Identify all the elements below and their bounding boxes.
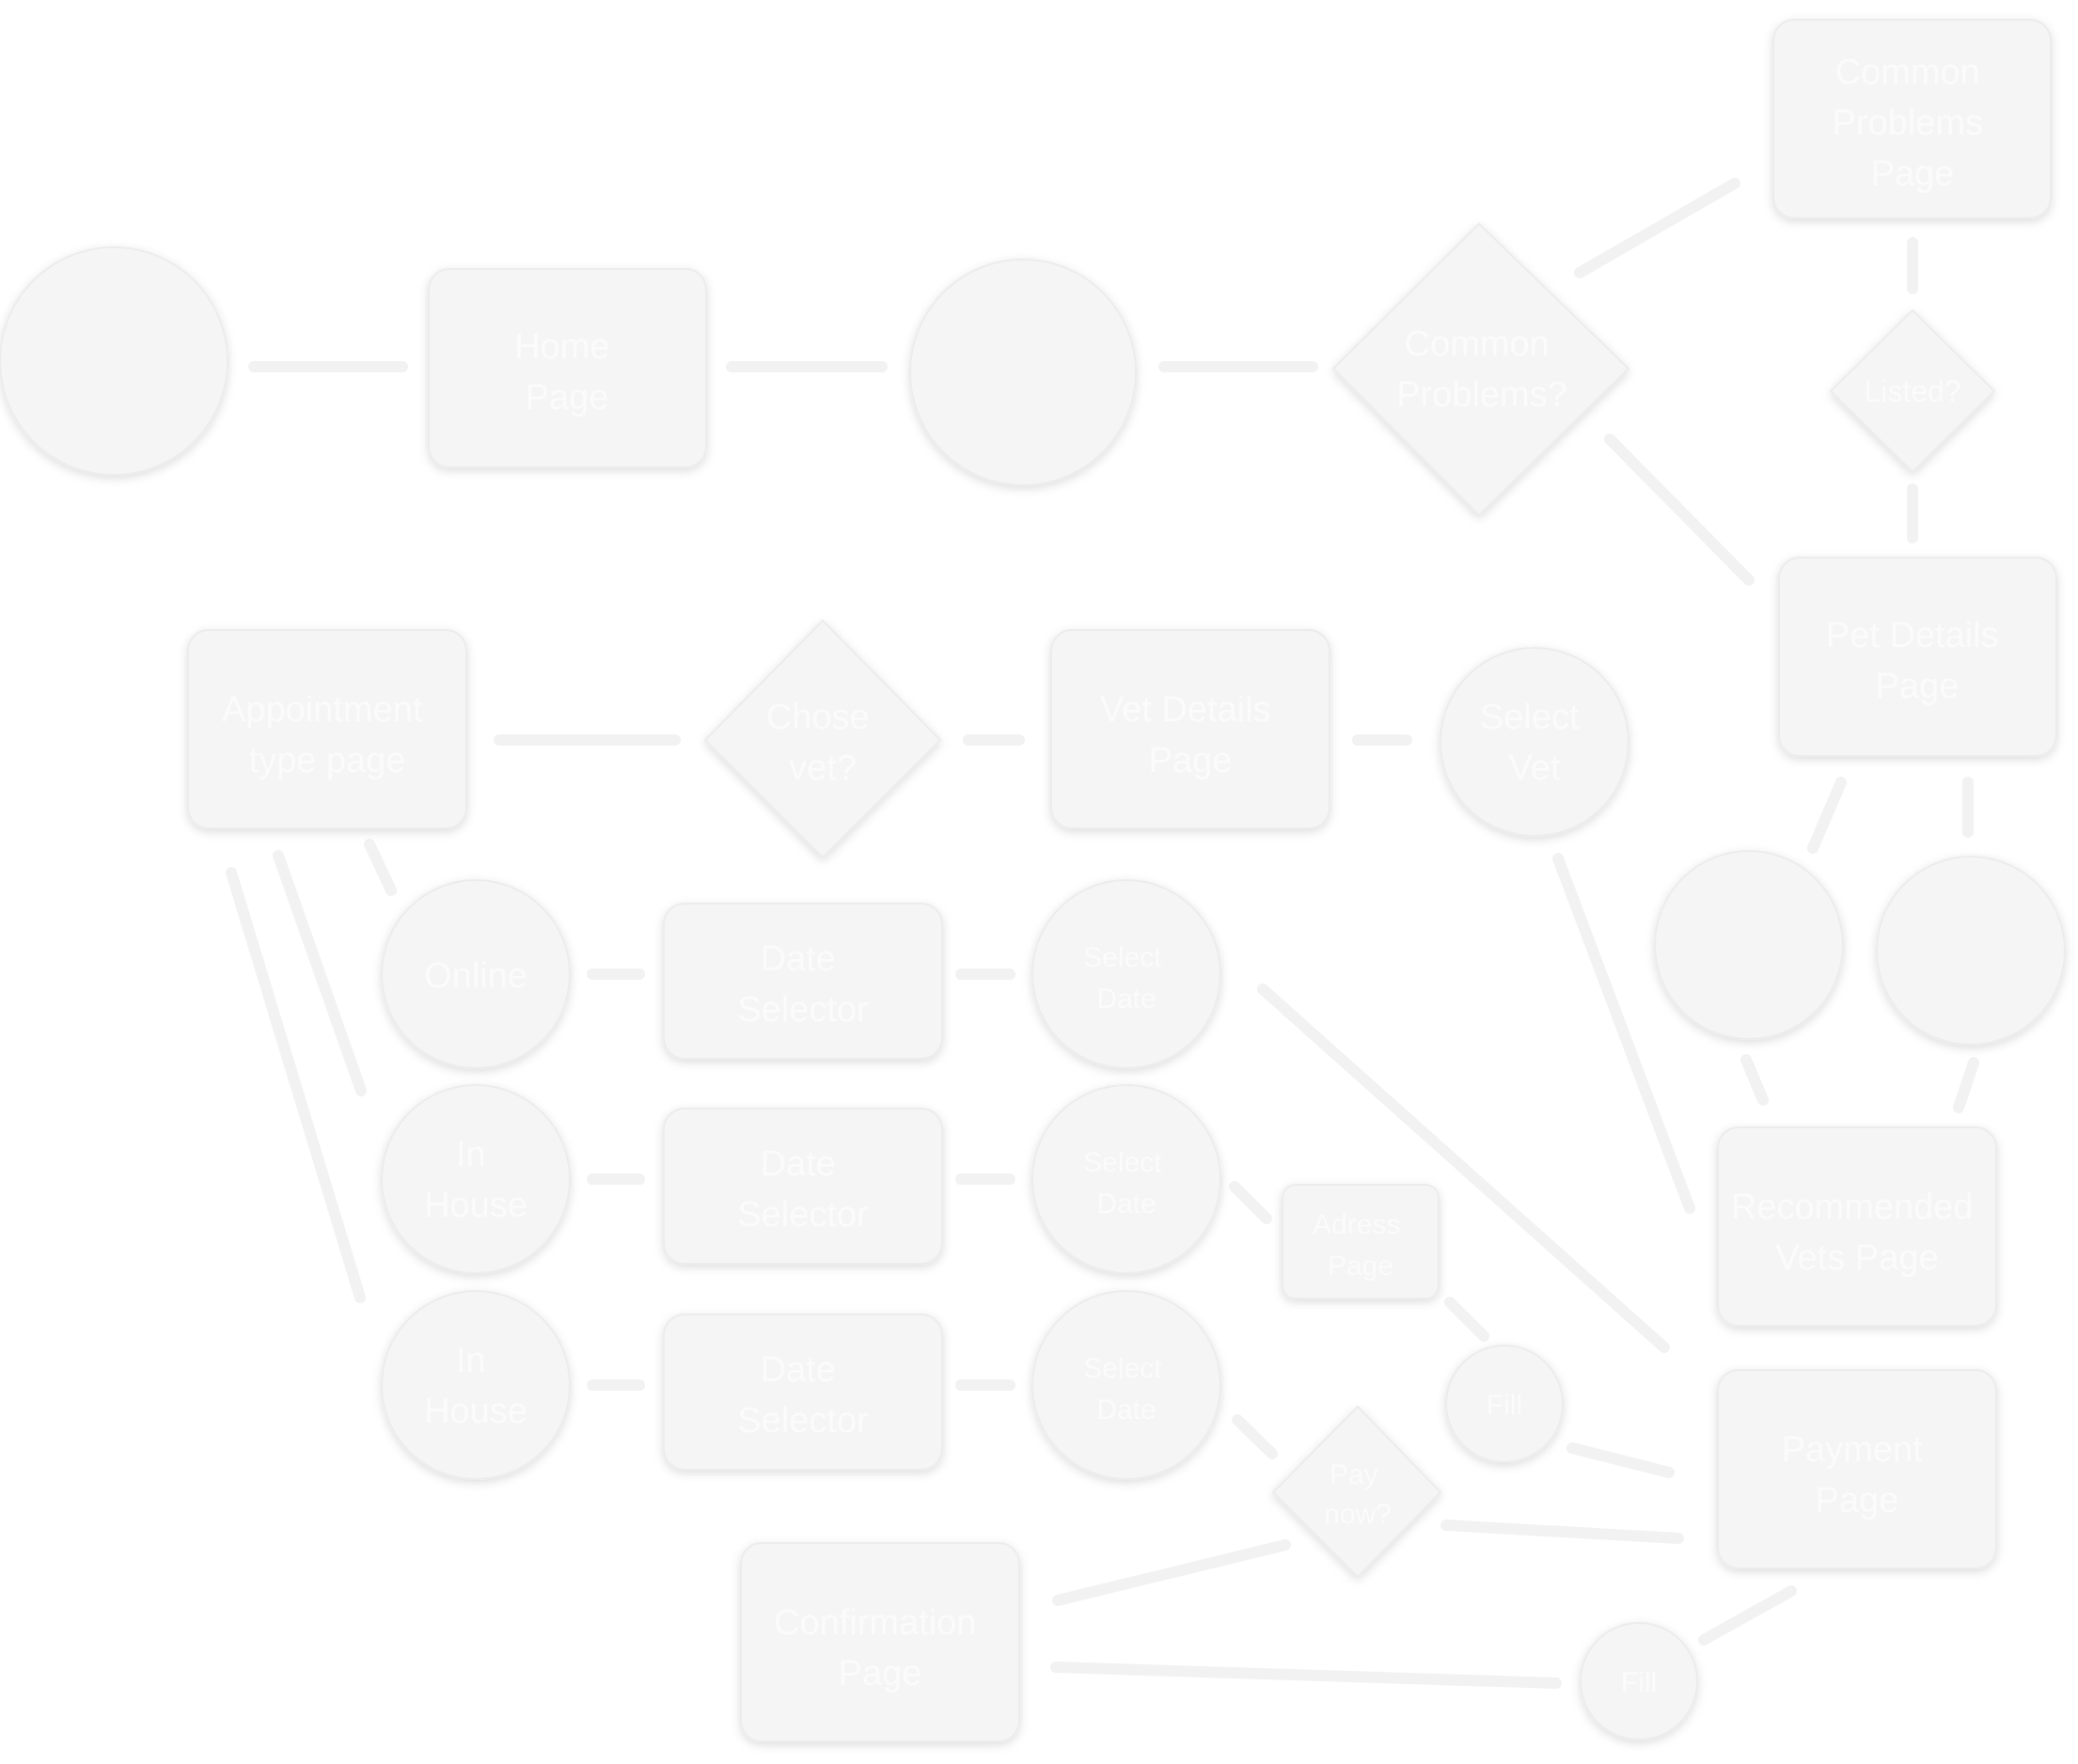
in-house-2-node[interactable] — [381, 1290, 571, 1480]
recommended-vets-page-label: Recommended Vets Page — [1731, 1188, 1983, 1278]
date-selector-2-label: Date Selector — [737, 1144, 869, 1235]
in-house-1-label: In House — [424, 1135, 527, 1225]
circle-right-b[interactable] — [1876, 856, 2066, 1046]
date-selector-1-node[interactable] — [663, 903, 943, 1060]
appointment-type-page-label: Appointment type page — [222, 690, 433, 780]
payment-page-node[interactable] — [1717, 1369, 1997, 1569]
select-date-3-node[interactable] — [1031, 1290, 1221, 1480]
edge-pet-details-circle-a — [1807, 777, 1847, 854]
pay-now-decision[interactable] — [1272, 1406, 1441, 1578]
pet-details-page-node[interactable] — [1778, 557, 2057, 757]
edge-payment-fill-2 — [1698, 1585, 1797, 1646]
fill-1-label: Fill — [1487, 1390, 1522, 1421]
edge-appointment-in-house-1 — [273, 850, 367, 1096]
pay-now-decision-label: Pay now? — [1324, 1459, 1392, 1530]
edge-select-vet-recommended — [1552, 853, 1695, 1214]
start-circle[interactable] — [0, 246, 228, 476]
edge-fill-1-payment — [1566, 1442, 1675, 1478]
chose-vet-decision-label: Chose vet? — [766, 698, 879, 788]
common-problems-page-label: Common Problems Page — [1832, 53, 1992, 194]
edge-select-date-3-pay-now — [1232, 1414, 1278, 1459]
home-page-label: Home Page — [514, 327, 620, 417]
select-date-1-node[interactable] — [1031, 879, 1221, 1069]
common-problems-decision-label: Common Problems? — [1396, 324, 1567, 415]
listed-decision[interactable] — [1830, 309, 1995, 473]
edge-appointment-in-house-2 — [226, 867, 366, 1303]
fill-2-node[interactable] — [1580, 1622, 1698, 1740]
appointment-type-page-node[interactable] — [187, 629, 467, 829]
date-selector-3-label: Date Selector — [737, 1350, 869, 1441]
edge-select-date-2-adress — [1229, 1181, 1272, 1224]
select-vet-label: Select Vet — [1480, 698, 1589, 788]
listed-decision-label: Listed? — [1864, 374, 1960, 408]
edge-select-date-1-payment — [1257, 984, 1670, 1353]
edge-common-problems-pet-details — [1604, 433, 1755, 586]
common-problems-page-node[interactable] — [1772, 19, 2052, 219]
payment-page-label: Payment Page — [1782, 1430, 1933, 1520]
online-label: Online — [424, 956, 527, 996]
vet-details-page-label: Vet Details Page — [1100, 690, 1281, 780]
fill-1-node[interactable] — [1445, 1345, 1564, 1463]
nodes: Home Page Common Problems? Common Proble… — [0, 19, 2066, 1742]
edge-common-problems-page — [1574, 178, 1740, 278]
edge-fill-2-confirmation — [1050, 1662, 1562, 1689]
online-node[interactable] — [381, 879, 571, 1069]
edge-appointment-online — [364, 839, 397, 896]
date-selector-3-node[interactable] — [663, 1314, 943, 1471]
edge-circle-a-recommended — [1740, 1054, 1769, 1106]
select-date-1-label: Select Date — [1083, 942, 1170, 1015]
fill-2-label: Fill — [1621, 1667, 1657, 1698]
home-page-node[interactable] — [428, 268, 707, 468]
in-house-2-label: In House — [424, 1341, 527, 1431]
circle-right-a[interactable] — [1654, 850, 1844, 1040]
select-vet-node[interactable] — [1440, 647, 1629, 837]
adress-page-label: Adress Page — [1313, 1209, 1409, 1282]
select-date-2-node[interactable] — [1031, 1084, 1221, 1274]
date-selector-1-label: Date Selector — [737, 939, 869, 1030]
date-selector-2-node[interactable] — [663, 1108, 943, 1265]
circle-after-home[interactable] — [909, 259, 1137, 486]
edge-pay-now-payment — [1440, 1520, 1684, 1544]
vet-details-page-node[interactable] — [1050, 629, 1330, 829]
pet-details-page-label: Pet Details Page — [1826, 616, 2008, 706]
common-problems-decision[interactable] — [1332, 223, 1629, 516]
in-house-1-node[interactable] — [381, 1084, 571, 1274]
edges — [226, 178, 1979, 1689]
edge-adress-fill-1 — [1444, 1297, 1489, 1342]
recommended-vets-page-node[interactable] — [1717, 1126, 1997, 1327]
chose-vet-decision[interactable] — [704, 620, 941, 858]
select-date-2-label: Select Date — [1083, 1147, 1170, 1220]
select-date-3-label: Select Date — [1083, 1353, 1170, 1425]
edge-pay-now-confirmation — [1052, 1539, 1291, 1606]
edge-circle-b-recommended — [1953, 1057, 1979, 1113]
confirmation-page-node[interactable] — [740, 1542, 1020, 1742]
adress-page-node[interactable] — [1282, 1184, 1440, 1299]
confirmation-page-label: Confirmation Page — [774, 1603, 986, 1693]
